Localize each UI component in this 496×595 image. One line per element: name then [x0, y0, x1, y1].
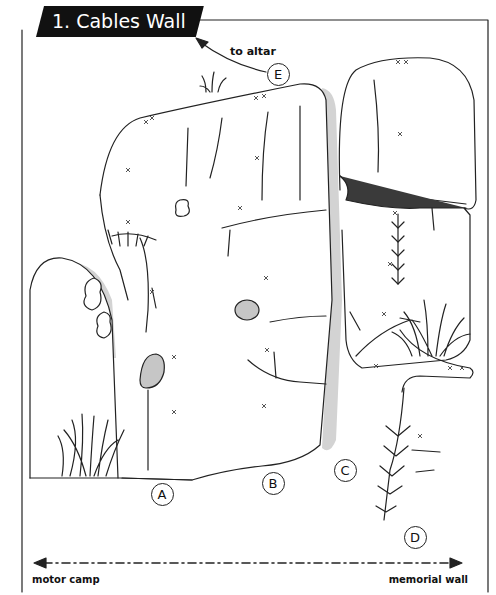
grass-tuft: [200, 72, 226, 92]
crack: [412, 450, 440, 472]
bolt: [264, 276, 268, 280]
right-boulder: [339, 58, 476, 368]
bolt: [262, 404, 266, 408]
bush: [176, 200, 190, 217]
bolt: [126, 168, 130, 172]
crack: [186, 128, 188, 186]
bolt: [144, 120, 148, 124]
ground-line: [30, 478, 192, 480]
route-circle: C: [334, 459, 357, 482]
route-circle: B: [262, 472, 285, 495]
place-label: to altar: [228, 45, 278, 58]
bolt: [172, 410, 176, 414]
bolt: [238, 206, 242, 210]
bolt: [460, 366, 464, 370]
arrowhead: [450, 558, 462, 568]
place-label: memorial wall: [387, 574, 470, 585]
crack: [210, 118, 222, 178]
pocket: [235, 300, 259, 320]
bolt: [254, 96, 258, 100]
crack: [350, 312, 360, 330]
place-label: motor camp: [30, 574, 102, 585]
crack: [374, 80, 379, 172]
route-circle: A: [151, 483, 174, 506]
crack: [432, 208, 434, 230]
crack: [147, 390, 148, 470]
frame-line: [21, 30, 22, 592]
bolt: [150, 290, 154, 294]
bolt: [262, 94, 266, 98]
bolt: [255, 156, 259, 160]
grass-tuft: [392, 300, 470, 356]
bolt: [150, 116, 154, 120]
pocket: [140, 354, 164, 388]
route-crack-ticks: [376, 426, 410, 512]
route-crack: [397, 214, 398, 284]
bolt: [404, 60, 408, 64]
route-letter: E: [274, 68, 282, 81]
crack: [228, 230, 230, 256]
bolt: [418, 434, 422, 438]
route-circle: D: [404, 526, 427, 549]
route-letter: A: [158, 488, 167, 501]
crack: [140, 238, 148, 332]
crack: [262, 112, 268, 200]
approach-trail: [44, 562, 452, 564]
bolt: [265, 348, 269, 352]
bolt: [393, 211, 397, 215]
bolt: [374, 364, 378, 368]
bolt: [172, 355, 176, 359]
bolt: [126, 220, 130, 224]
route-crack-ticks: [392, 222, 404, 284]
crack: [222, 210, 326, 228]
title-banner: 1. Cables Wall: [36, 6, 204, 37]
grass-tuft: [58, 414, 124, 476]
crack: [274, 352, 276, 378]
crack: [299, 106, 300, 200]
ledge: [400, 330, 473, 392]
route-letter: D: [410, 531, 420, 544]
bolt: [448, 366, 452, 370]
arrowhead: [34, 558, 46, 568]
roof-hatching: [108, 230, 148, 246]
route-letter: C: [340, 464, 349, 477]
route-circle: E: [267, 63, 290, 86]
bush: [97, 312, 111, 338]
arrowhead: [196, 38, 208, 48]
bolt: [396, 60, 400, 64]
crack: [270, 316, 326, 322]
boulder-split-shade: [340, 176, 466, 208]
bolt: [398, 132, 402, 136]
title-text: 1. Cables Wall: [52, 10, 186, 32]
bolt: [382, 312, 386, 316]
bush: [84, 278, 101, 310]
crack: [248, 360, 326, 384]
main-boulder: [100, 84, 332, 480]
route-letter: B: [269, 477, 278, 490]
bolt: [388, 262, 392, 266]
